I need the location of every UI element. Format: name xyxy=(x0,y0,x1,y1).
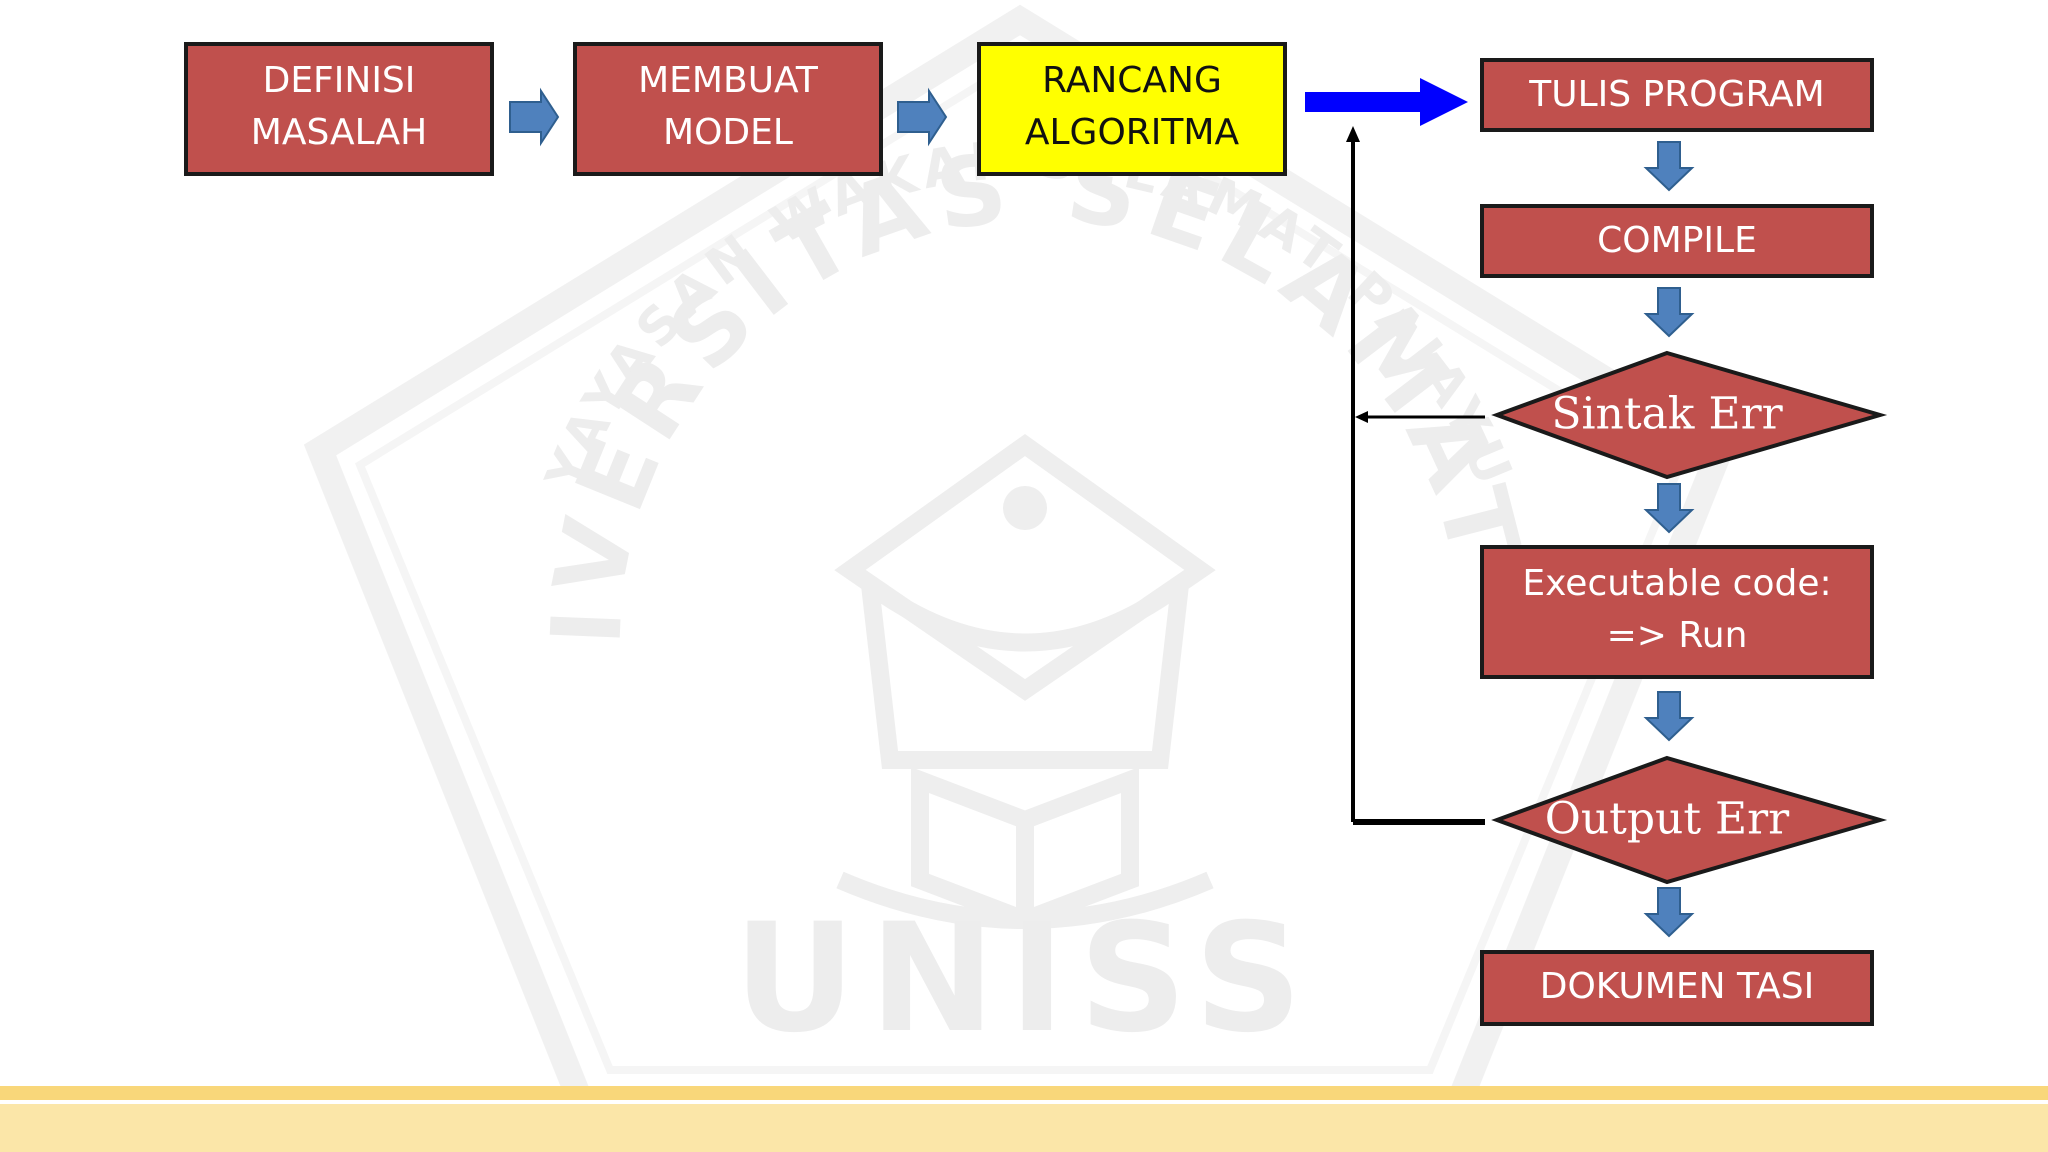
arrow-down-icon xyxy=(1643,483,1695,534)
node-compile: COMPILE xyxy=(1480,204,1874,278)
node-definisi-masalah: DEFINISI MASALAH xyxy=(184,42,494,176)
node-output-err: Output Err xyxy=(1491,755,1888,885)
feedback-loop-connector xyxy=(1346,126,1485,825)
node-rancang-line1: RANCANG xyxy=(1042,60,1222,101)
node-executable-line2: => Run xyxy=(1607,615,1748,656)
node-tulis-label: TULIS PROGRAM xyxy=(1528,74,1825,115)
arrow-down-icon xyxy=(1643,691,1695,742)
big-arrow-right-icon xyxy=(1305,78,1468,126)
arrow-down-icon xyxy=(1643,887,1695,938)
node-membuat-line2: MODEL xyxy=(663,112,793,153)
graduation-cap-book-icon xyxy=(834,433,1216,930)
node-membuat-model: MEMBUAT MODEL xyxy=(573,42,883,176)
node-executable-code: Executable code: => Run xyxy=(1480,545,1874,679)
node-dokumen-tasi: DOKUMEN TASI xyxy=(1480,950,1874,1026)
node-sintak-label: Sintak Err xyxy=(1551,389,1783,440)
node-definisi-line1: DEFINISI xyxy=(263,60,416,101)
node-membuat-line1: MEMBUAT xyxy=(638,60,819,101)
node-output-label: Output Err xyxy=(1545,794,1790,845)
arrow-left-icon xyxy=(1355,411,1368,423)
node-tulis-program: TULIS PROGRAM xyxy=(1480,58,1874,132)
arrow-right-icon xyxy=(897,87,948,147)
node-sintak-err: Sintak Err xyxy=(1491,350,1888,480)
arrow-down-icon xyxy=(1643,141,1695,192)
footer-band xyxy=(0,1086,2048,1152)
arrow-down-icon xyxy=(1643,287,1695,338)
node-rancang-line2: ALGORITMA xyxy=(1025,112,1240,153)
arrow-up-icon xyxy=(1346,126,1360,142)
node-definisi-line2: MASALAH xyxy=(251,112,427,153)
arrow-right-icon xyxy=(509,87,560,147)
node-compile-label: COMPILE xyxy=(1597,220,1757,261)
node-dokumen-label: DOKUMEN TASI xyxy=(1540,966,1815,1007)
node-executable-line1: Executable code: xyxy=(1522,563,1831,604)
node-rancang-algoritma: RANCANG ALGORITMA xyxy=(977,42,1287,176)
watermark-uniss: UNISS xyxy=(734,892,1316,1066)
